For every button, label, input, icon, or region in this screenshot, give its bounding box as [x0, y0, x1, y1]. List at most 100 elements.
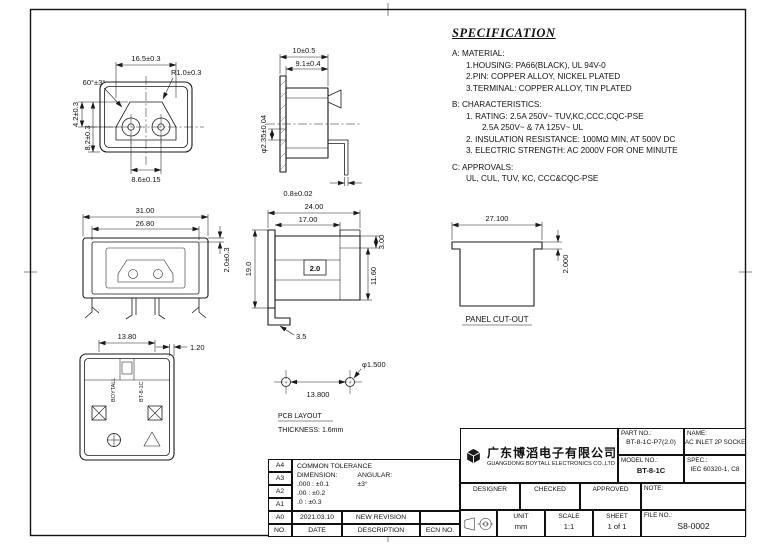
spec-section-a: A: MATERIAL: [452, 49, 505, 58]
recycle-mark [143, 431, 161, 447]
terminal-right [158, 298, 166, 320]
name-value: AC INLET 2P SOCKET [685, 439, 746, 446]
checked-label: CHECKED [534, 486, 566, 493]
dim-opening-angle: 60°±3° [83, 78, 106, 87]
part-no-value: BT-8-1C-P7(2.0) [626, 439, 676, 446]
rev-label: A0 [275, 514, 285, 521]
dim-depth-total: 10±0.5 [293, 46, 316, 55]
unit-value: mm [514, 522, 528, 531]
spec-title: SPECIFICATION [452, 26, 556, 40]
spec-section-c: C: APPROVALS: [452, 162, 514, 172]
terminal-left [125, 298, 133, 320]
solder-pad-left [91, 405, 107, 421]
tolerance-angular-value: ±3° [357, 481, 368, 488]
pcb-thickness-label: THICKNESS: 1.6mm [278, 427, 344, 434]
socket-body-outline [99, 81, 193, 153]
socket-body-side [285, 87, 329, 159]
company-name-en: GUANGDONG BOYTALL ELECTRONICS CO.,LTD [486, 461, 615, 467]
unit-label: UNIT [513, 513, 529, 520]
rev-header-ecn: ECN NO. [420, 524, 460, 537]
bottom-outline [79, 353, 175, 461]
file-no-value: S8-0002 [677, 521, 710, 531]
company-name-cn: 广东博滔电子有限公司 [486, 446, 617, 460]
tolerance-angular-label: ANGULAR: [357, 472, 393, 479]
tolerance-cell: COMMON TOLERANCE DIMENSION: .000 : ±0.1 … [292, 459, 460, 511]
rev-header-description: DESCRIPTION [342, 524, 420, 537]
rev-header-no: NO. [268, 524, 292, 537]
tolerance-row: .00 : ±0.2 [297, 490, 326, 497]
rev-a0: A0 [268, 511, 292, 524]
dim-recess-height-2: 8.2±0.3 [83, 126, 92, 151]
view-side-profile: 2.0 3.5 24.00 17.00 3.00 11.60 19.0 [244, 202, 386, 341]
rev-label: A4 [275, 462, 285, 469]
part-no-cell: PART NO.: BT-8-1C-P7(2.0) [618, 428, 684, 455]
rev-description: NEW REVISION [355, 514, 407, 521]
approved-cell: APPROVED [580, 483, 641, 510]
designer-cell: DESIGNER [460, 483, 520, 510]
rev-label: A3 [275, 475, 285, 482]
panel-cutout-label: PANEL CUT-OUT [465, 315, 528, 324]
dim-corner-radius: R1.0±0.3 [171, 68, 201, 77]
model-no-value: BT-8-1C [636, 466, 666, 475]
rev-header-date: DATE [292, 524, 342, 537]
dim-profile-width: 24.00 [305, 202, 324, 211]
view-panel-cutout: 27.100 2.000 PANEL CUT-OUT [451, 214, 570, 326]
spec-section-b: B: CHARACTERISTICS: [452, 100, 542, 109]
spec-line: UL, CUL, TUV, KC, CCC&CQC-PSE [466, 174, 599, 183]
approved-label: APPROVED [592, 486, 629, 493]
flange-outline [82, 237, 209, 299]
dim-recess-height-1: 4.2±0.3 [71, 102, 80, 127]
rev-a0-date: 2021.03.10 [292, 511, 342, 524]
dim-body-width: 26.80 [136, 219, 155, 228]
scale-cell: SCALE 1:1 [545, 510, 593, 537]
view-side-section: 10±0.5 9.1±0.4 φ2.35±0.04 0.8±0.02 [259, 46, 362, 198]
sheet-cell: SHEET 1 of 1 [593, 510, 641, 537]
dim-hole-diameter: φ1.500 [362, 360, 386, 369]
tolerance-row: .0 : ±0.3 [297, 499, 322, 506]
dim-panel-thickness-box: 2.0 [310, 264, 320, 273]
rev-a0-description: NEW REVISION [342, 511, 420, 524]
checked-cell: CHECKED [520, 483, 580, 510]
dim-bottom-pin-spacing: 13.80 [118, 332, 137, 341]
dim-foot: 3.5 [296, 332, 306, 341]
model-no-label: MODEL NO.: [621, 457, 658, 464]
dim-flange-height: 19.0 [244, 262, 253, 277]
rev-label: A2 [275, 488, 285, 495]
view-front-face: 16.5±0.3 60°±3° R1.0±0.3 4.2±0.3 8.2±0.3… [71, 54, 204, 184]
specification-block: SPECIFICATION A: MATERIAL: 1.HOUSING: PA… [452, 26, 750, 185]
sheet-label: SHEET [606, 513, 628, 520]
terminal-pin [327, 139, 349, 176]
spec-line: 1. RATING: 2.5A 250V~ TUV,KC,CCC,CQC-PSE [466, 111, 644, 121]
model-no-cell: MODEL NO.: BT-8-1C [618, 455, 684, 483]
marking-brand: BOYTALL [111, 378, 117, 402]
spec-line: 2. INSULATION RESISTANCE: 100MΩ MIN, AT … [466, 134, 676, 144]
rev-header-label: ECN NO. [425, 527, 455, 534]
company-cell: 广东博滔电子有限公司 GUANGDONG BOYTALL ELECTRONICS… [460, 428, 618, 483]
note-cell: NOTE: [641, 483, 746, 510]
spec-line: 2.PIN: COPPER ALLOY, NICKEL PLATED [466, 72, 621, 81]
file-no-label: FILE NO.: [644, 512, 672, 519]
tolerance-title: COMMON TOLERANCE [297, 463, 372, 470]
marking-model: BT-8-1C [139, 381, 145, 402]
spec-label: SPEC.: [687, 457, 708, 464]
tolerance-row: .000 : ±0.1 [297, 481, 330, 488]
rev-header-label: DATE [308, 527, 326, 534]
dim-flange-width: 31.00 [136, 206, 155, 215]
spec-line: 3. ELECTRIC STRENGTH: AC 2000V FOR ONE M… [466, 146, 678, 155]
view-pcb-layout: 13.800 φ1.500 PCB LAYOUT THICKNESS: 1.6m… [274, 360, 386, 434]
rev-date: 2021.03.10 [299, 514, 335, 521]
dim-hole-spacing: 13.800 [307, 390, 330, 399]
rev-a3: A3 [268, 472, 292, 485]
spec-line: 1.HOUSING: PA66(BLACK), UL 94V-0 [466, 60, 606, 70]
solder-pad-right [147, 405, 163, 421]
unit-cell: UNIT mm [497, 510, 545, 537]
spec-cell: SPEC.: IEC 60320-1, C8 [684, 455, 746, 483]
scale-label: SCALE [558, 513, 580, 520]
rev-header-label: NO. [273, 527, 287, 534]
tolerance-dim-label: DIMENSION: [297, 472, 338, 479]
sheet-value: 1 of 1 [607, 522, 627, 531]
cutout-outline [451, 241, 543, 307]
dim-profile-width-2: 17.00 [299, 215, 318, 224]
dim-wall-thickness: 1.20 [190, 343, 205, 352]
dim-cutout-lip: 2.000 [561, 255, 570, 274]
